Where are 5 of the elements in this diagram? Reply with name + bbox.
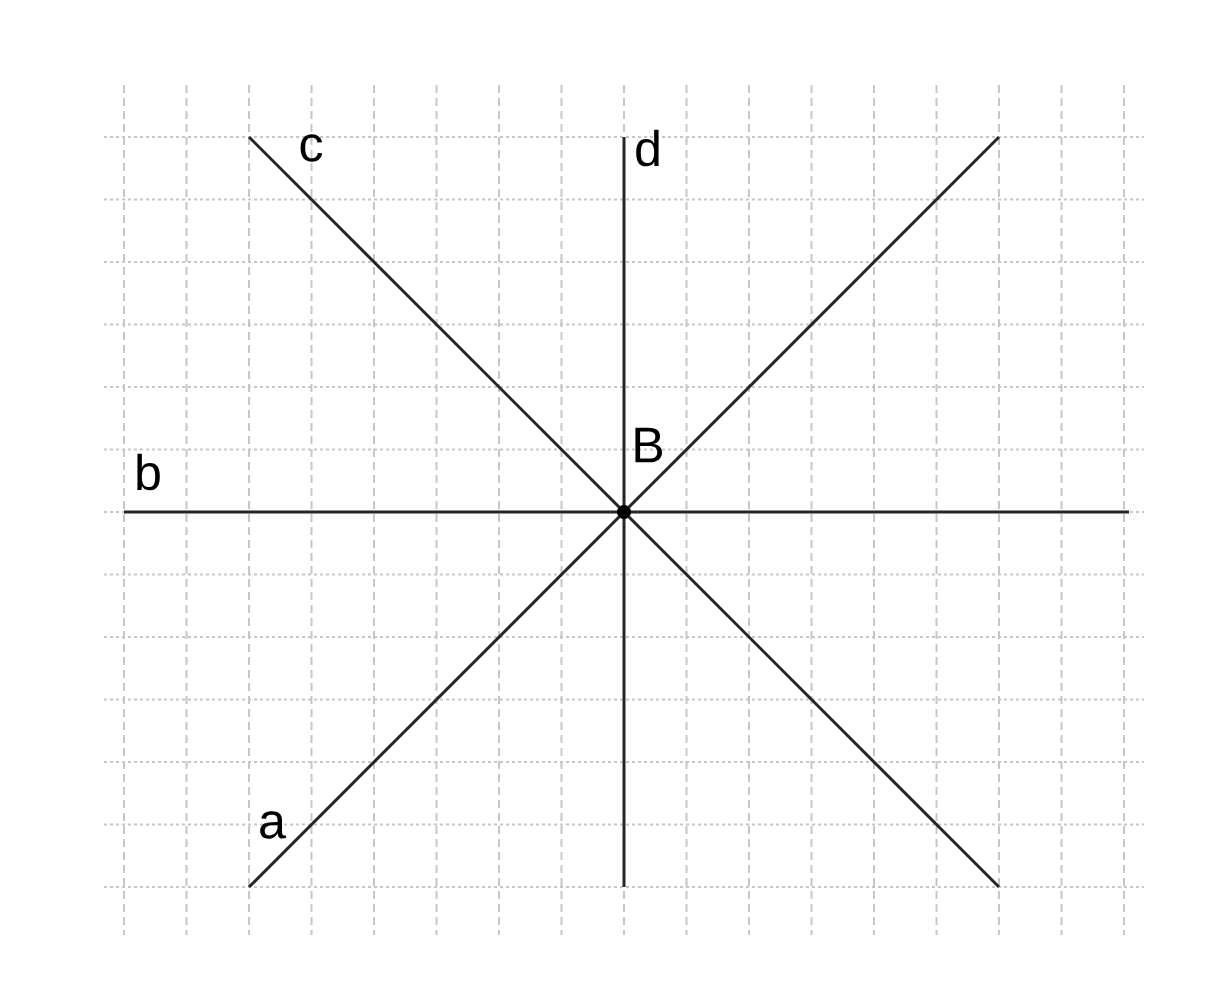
- line-label: d: [636, 129, 659, 167]
- line-label: B: [635, 427, 663, 463]
- line-label: a: [260, 811, 286, 839]
- line-label: b: [137, 453, 160, 491]
- line-label: c: [300, 134, 323, 162]
